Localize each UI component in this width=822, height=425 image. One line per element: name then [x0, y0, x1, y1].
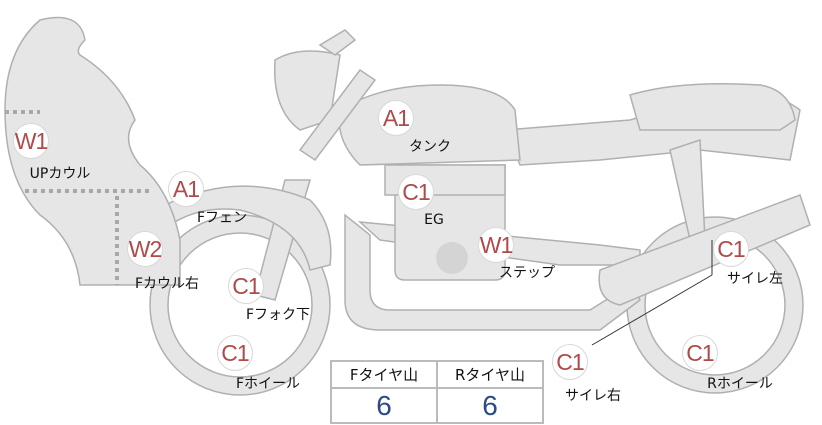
front-fender [164, 185, 332, 271]
part-label: UPカウル [29, 166, 91, 182]
part-label: タンク [409, 139, 451, 155]
cowl [4, 16, 181, 286]
damage-marker[interactable]: W2 [127, 231, 163, 267]
rear-tire-value: 6 [436, 387, 544, 424]
part-label: Fカウル右 [134, 276, 200, 292]
part-label: EG [424, 212, 444, 228]
damage-marker[interactable]: C1 [552, 344, 588, 380]
part-label: Fホイール [235, 376, 301, 392]
damage-marker[interactable]: C1 [217, 335, 253, 371]
damage-marker[interactable]: A1 [378, 100, 414, 136]
part-label: サイレ左 [727, 271, 783, 287]
damage-marker[interactable]: C1 [682, 335, 718, 371]
front-tire-header: Fタイヤ山 [330, 360, 438, 389]
damage-marker[interactable]: C1 [228, 268, 264, 304]
damage-marker[interactable]: C1 [713, 231, 749, 267]
part-label: サイレ右 [565, 388, 621, 404]
damage-marker[interactable]: A1 [168, 171, 204, 207]
part-label: Fフェン [196, 210, 248, 226]
rear-tire-header: Rタイヤ山 [436, 360, 544, 389]
damage-marker[interactable]: W1 [478, 227, 514, 263]
part-label: Rホイール [707, 376, 773, 392]
tire-tread-table: Fタイヤ山 Rタイヤ山 6 6 [330, 360, 544, 424]
part-label: ステップ [499, 265, 555, 281]
part-label: Fフォク下 [245, 307, 311, 323]
damage-marker[interactable]: W1 [13, 123, 49, 159]
damage-marker[interactable]: C1 [398, 174, 434, 210]
muffler [598, 194, 811, 306]
front-tire-value: 6 [330, 387, 438, 424]
